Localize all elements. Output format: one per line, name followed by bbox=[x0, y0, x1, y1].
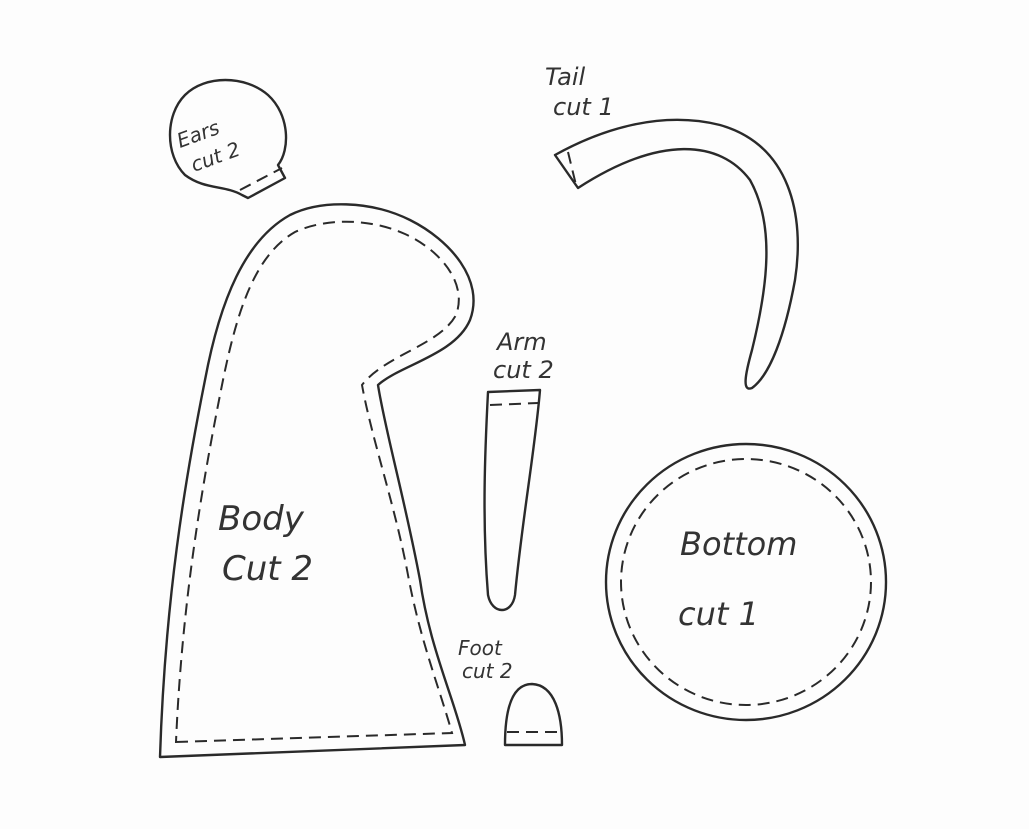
body-outline bbox=[158, 203, 475, 759]
tail-cut: cut 1 bbox=[553, 93, 614, 121]
body-cut: Cut 2 bbox=[222, 549, 313, 589]
foot-label: Foot bbox=[458, 636, 503, 660]
foot-cut: cut 2 bbox=[462, 659, 513, 683]
tail-piece: Tail cut 1 bbox=[545, 63, 799, 390]
tail-outline bbox=[553, 118, 799, 390]
tail-seam bbox=[567, 151, 577, 186]
ears-seam bbox=[239, 167, 283, 191]
body-label: Body bbox=[218, 499, 305, 539]
body-piece: Body Cut 2 bbox=[158, 203, 475, 759]
arm-outline bbox=[483, 388, 542, 612]
bottom-outline bbox=[604, 442, 888, 722]
bottom-piece: Bottom cut 1 bbox=[604, 442, 888, 722]
bottom-label: Bottom bbox=[680, 525, 797, 563]
body-seam bbox=[174, 220, 460, 744]
arm-piece: Arm cut 2 bbox=[483, 328, 554, 612]
arm-cut: cut 2 bbox=[493, 356, 554, 384]
bottom-cut: cut 1 bbox=[678, 595, 759, 633]
tail-label: Tail bbox=[545, 63, 586, 91]
bottom-seam bbox=[620, 458, 872, 706]
ears-outline bbox=[168, 78, 288, 200]
arm-seam bbox=[489, 402, 539, 406]
arm-label: Arm bbox=[495, 328, 547, 356]
foot-piece: Foot cut 2 bbox=[458, 636, 564, 747]
ears-piece: Ears cut 2 bbox=[168, 78, 288, 200]
foot-outline bbox=[503, 682, 564, 747]
